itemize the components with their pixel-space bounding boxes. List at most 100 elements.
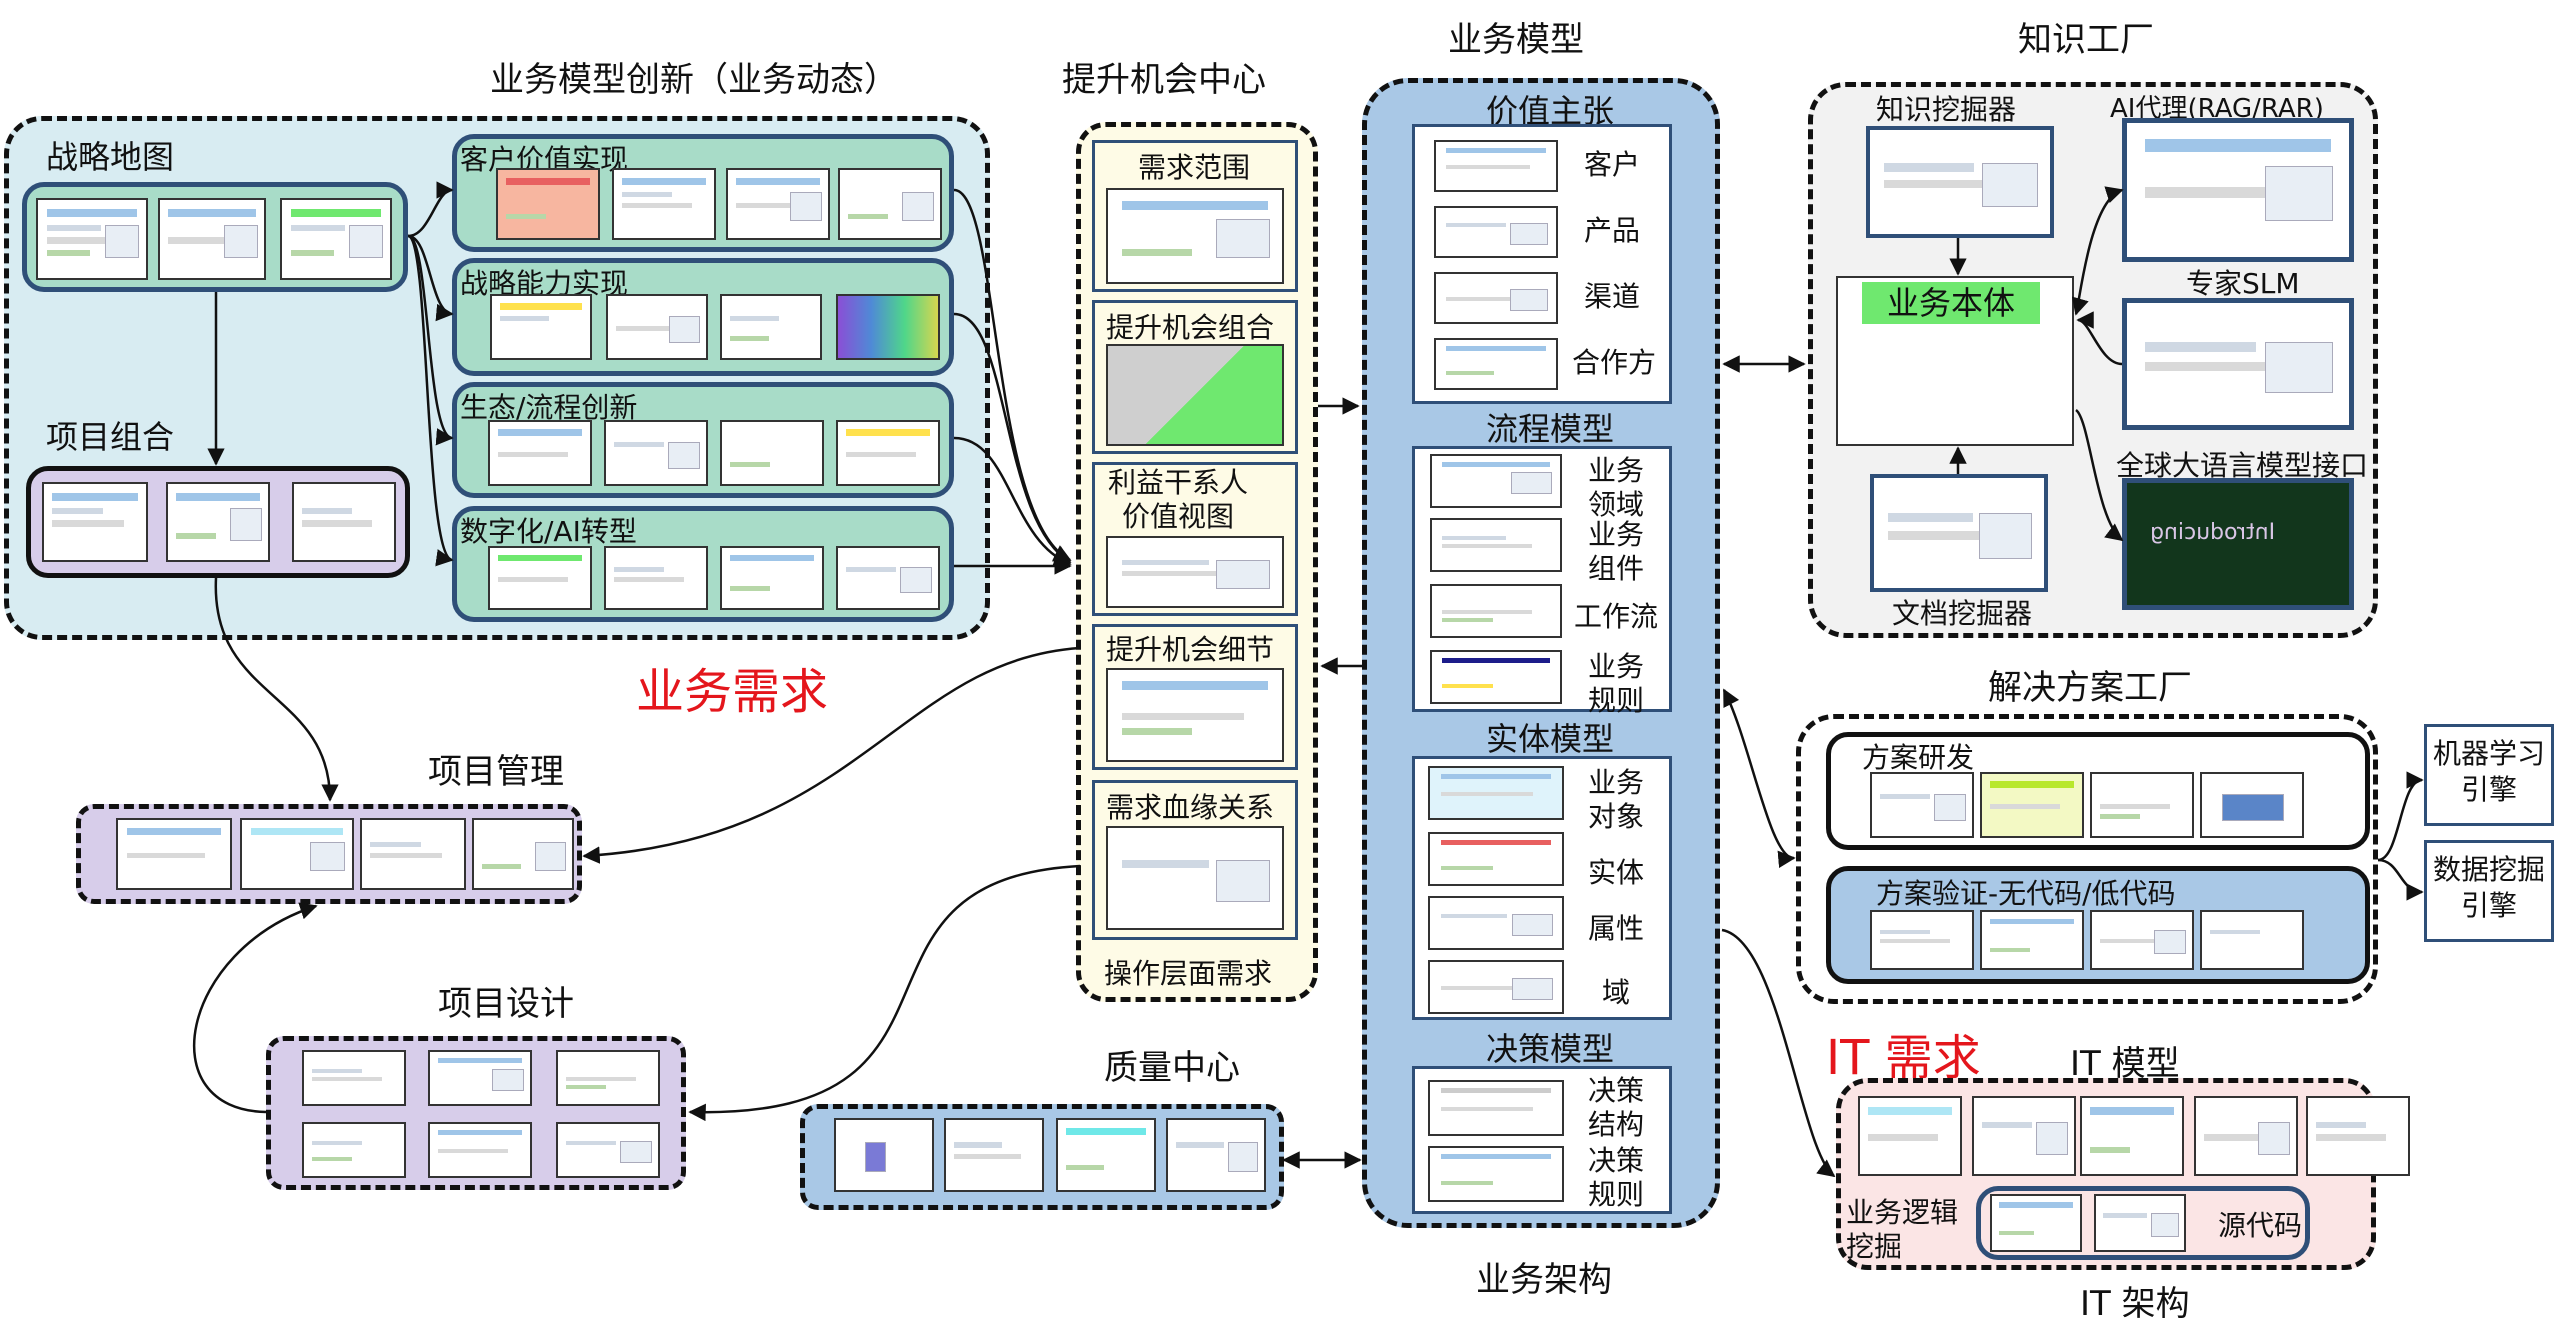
research-thumb-1[interactable]: [1870, 772, 1974, 838]
knowledge-miner-thumb[interactable]: [1866, 126, 2054, 238]
portfolio-thumb-3[interactable]: [292, 482, 396, 562]
title-biz-arch: 业务架构: [1476, 1260, 1612, 1300]
vp-thumb-3[interactable]: [1434, 272, 1558, 324]
title-solution-factory: 解决方案工厂: [1988, 668, 2192, 708]
row1-thumb-4[interactable]: [838, 168, 942, 240]
qc-thumb-3[interactable]: [1056, 1118, 1156, 1192]
source-thumb-1[interactable]: [1990, 1194, 2082, 1252]
it-thumb-2[interactable]: [1972, 1096, 2076, 1176]
pd-thumb-4[interactable]: [302, 1122, 406, 1178]
em-item-4: 域: [1602, 976, 1631, 1009]
pm-item-3: 工作流: [1574, 600, 1659, 633]
pm-thumb-2[interactable]: [1430, 518, 1562, 572]
validation-thumb-4[interactable]: [2200, 910, 2304, 970]
qc-thumb-4[interactable]: [1166, 1118, 1266, 1192]
pm-thumb-1[interactable]: [1430, 454, 1562, 508]
dm-thumb-1[interactable]: [1428, 1080, 1564, 1136]
row2-thumb-1[interactable]: [490, 294, 592, 360]
pd-thumb-1[interactable]: [302, 1050, 406, 1106]
research-thumb-3[interactable]: [2090, 772, 2194, 838]
pm-thumb-4[interactable]: [1430, 650, 1562, 704]
it-thumb-1[interactable]: [1858, 1096, 1962, 1176]
doc-miner-thumb[interactable]: [1870, 474, 2048, 592]
label-it-demand: IT 需求: [1826, 1030, 1981, 1086]
biz-ontology-label: 业务本体: [1862, 282, 2040, 324]
row1-thumb-1[interactable]: [496, 168, 600, 240]
it-thumb-5[interactable]: [2306, 1096, 2410, 1176]
row2-thumb-3[interactable]: [720, 294, 822, 360]
vp-thumb-4[interactable]: [1434, 338, 1558, 390]
it-thumb-3[interactable]: [2080, 1096, 2184, 1176]
wire-opp-projdesign: [688, 864, 1081, 1122]
validation-label: 方案验证-无代码/低代码: [1876, 877, 2176, 910]
ai-agent-thumb[interactable]: [2122, 118, 2354, 262]
title-biz-model: 业务模型: [1448, 20, 1584, 60]
dm-item-2: 决策 规则: [1588, 1144, 1645, 1211]
row1-thumb-2[interactable]: [612, 168, 716, 240]
logic-mining-label: 业务逻辑 挖掘: [1846, 1196, 1959, 1263]
it-thumb-4[interactable]: [2194, 1096, 2298, 1176]
em-thumb-3[interactable]: [1428, 896, 1564, 950]
qc-thumb-1[interactable]: [834, 1118, 934, 1192]
wire-solution-ml: [2377, 771, 2424, 862]
portfolio-thumb-1[interactable]: [42, 482, 148, 562]
row1-thumb-3[interactable]: [726, 168, 830, 240]
pm-mgmt-thumb-1[interactable]: [116, 818, 232, 890]
row4-thumb-4[interactable]: [836, 546, 940, 610]
source-thumb-2[interactable]: [2094, 1194, 2186, 1252]
row3-thumb-1[interactable]: [488, 420, 592, 486]
pm-mgmt-thumb-4[interactable]: [472, 818, 574, 890]
ml-engine-box[interactable]: [2424, 724, 2554, 826]
label-biz-demand: 业务需求: [636, 664, 829, 720]
opp-section-4-thumb[interactable]: [1106, 668, 1284, 762]
row4-thumb-1[interactable]: [488, 546, 592, 610]
opp-section-5-thumb[interactable]: [1106, 826, 1284, 930]
portfolio-thumb-2[interactable]: [166, 482, 270, 562]
wire-projdesign-projmgmt: [192, 902, 318, 1114]
pm-item-4: 业务 规则: [1588, 650, 1645, 717]
vp-item-2: 产品: [1584, 214, 1641, 247]
title-it-arch: IT 架构: [2080, 1284, 2190, 1324]
wire-strategy-row2: [407, 234, 454, 322]
vp-thumb-1[interactable]: [1434, 140, 1558, 192]
row2-thumb-2[interactable]: [606, 294, 708, 360]
strategy-map-thumb-2[interactable]: [158, 198, 266, 280]
em-thumb-2[interactable]: [1428, 832, 1564, 886]
em-thumb-1[interactable]: [1428, 766, 1564, 820]
validation-thumb-1[interactable]: [1870, 910, 1974, 970]
opp-section-1-thumb[interactable]: [1106, 188, 1284, 284]
wire-llm-ontology: [2075, 408, 2124, 542]
pd-thumb-2[interactable]: [428, 1050, 532, 1106]
validation-thumb-2[interactable]: [1980, 910, 2084, 970]
expert-slm-thumb[interactable]: [2122, 298, 2354, 430]
opp-section-3-thumb[interactable]: [1106, 536, 1284, 608]
pd-thumb-3[interactable]: [556, 1050, 660, 1106]
pd-thumb-6[interactable]: [556, 1122, 660, 1178]
row3-thumb-2[interactable]: [604, 420, 708, 486]
global-llm-thumb[interactable]: [2122, 478, 2354, 610]
row3-thumb-3[interactable]: [720, 420, 824, 486]
pm-mgmt-thumb-2[interactable]: [240, 818, 354, 890]
validation-thumb-3[interactable]: [2090, 910, 2194, 970]
knowledge-miner-label: 知识挖掘器: [1876, 93, 2017, 126]
row3-thumb-4[interactable]: [836, 420, 940, 486]
dm-thumb-2[interactable]: [1428, 1146, 1564, 1202]
qc-thumb-2[interactable]: [944, 1118, 1044, 1192]
pd-thumb-5[interactable]: [428, 1122, 532, 1178]
strategy-map-thumb-1[interactable]: [36, 198, 148, 280]
value-prop-title: 价值主张: [1486, 92, 1615, 130]
strategy-map-thumb-3[interactable]: [280, 198, 392, 280]
title-opportunity-center: 提升机会中心: [1062, 60, 1266, 100]
opp-section-2-thumb[interactable]: [1106, 344, 1284, 446]
em-thumb-4[interactable]: [1428, 960, 1564, 1014]
research-thumb-2[interactable]: [1980, 772, 2084, 838]
row2-thumb-4[interactable]: [836, 294, 940, 360]
pm-thumb-3[interactable]: [1430, 584, 1562, 638]
vp-thumb-2[interactable]: [1434, 206, 1558, 258]
em-item-3: 属性: [1588, 912, 1645, 945]
row4-thumb-2[interactable]: [604, 546, 708, 610]
research-thumb-4[interactable]: [2200, 772, 2304, 838]
row4-thumb-3[interactable]: [720, 546, 824, 610]
pm-mgmt-thumb-3[interactable]: [360, 818, 466, 890]
dm-engine-box[interactable]: [2424, 840, 2554, 942]
